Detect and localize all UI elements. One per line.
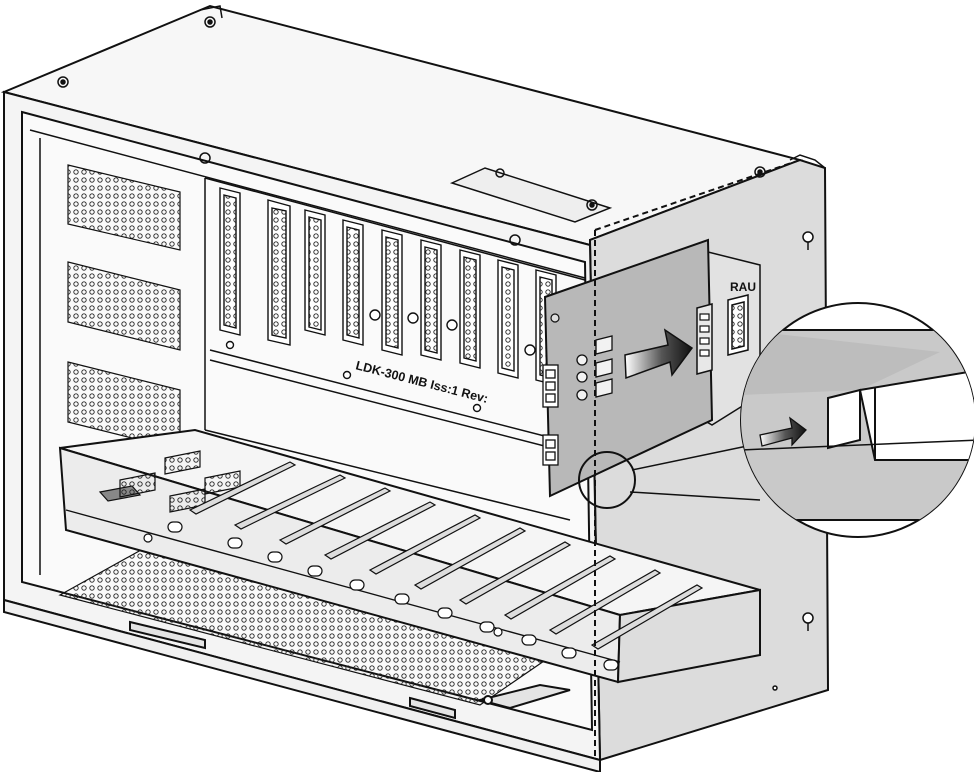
mounting-holes bbox=[772, 231, 814, 691]
vent-grille-middle bbox=[67, 261, 181, 351]
inner-frame bbox=[29, 129, 586, 575]
rau-label: RAU bbox=[730, 280, 756, 294]
detail-source-circle bbox=[578, 451, 636, 509]
vent-grille-top bbox=[67, 164, 181, 251]
cabinet-base bbox=[3, 598, 601, 772]
magnified-detail bbox=[740, 302, 974, 538]
cutaway-dashed-line bbox=[594, 159, 801, 760]
top-panel-details bbox=[57, 5, 826, 223]
tray-latches bbox=[143, 521, 619, 671]
insert-arrow-icon bbox=[624, 328, 694, 380]
detail-leader-lines bbox=[629, 444, 761, 501]
tray-slots bbox=[98, 450, 704, 650]
detail-arrow-icon bbox=[759, 416, 807, 447]
vent-grilles bbox=[58, 164, 562, 706]
backplane-slots bbox=[219, 187, 557, 413]
